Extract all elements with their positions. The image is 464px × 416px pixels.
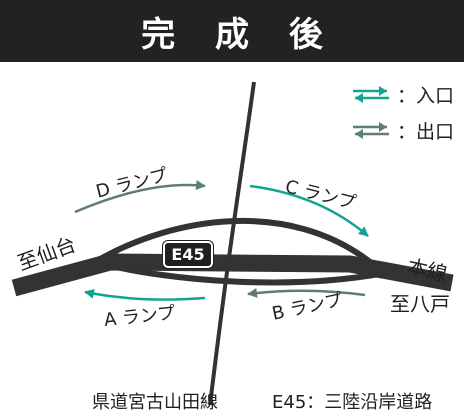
prefectural-road-line xyxy=(208,81,256,406)
legend: ：入口 ：出口 xyxy=(349,76,454,148)
c-ramp-arrow xyxy=(249,184,369,237)
hachinohe-direction-label: 至八戸 xyxy=(390,292,450,316)
b-ramp-arrow xyxy=(247,287,366,298)
prefectural-road-caption: 県道宮古山田線 xyxy=(92,392,218,413)
legend-exit-label: ：出口 xyxy=(396,120,454,143)
legend-entry-label: ：入口 xyxy=(396,84,454,107)
d-ramp-arrow xyxy=(74,180,206,214)
e45-route-badge: E45 xyxy=(163,241,213,268)
a-ramp-arrow xyxy=(84,288,206,301)
page-title: 完 成 後 xyxy=(141,14,337,55)
legend-exit: ：出口 xyxy=(349,112,454,148)
header-bar: 完 成 後 xyxy=(0,0,464,62)
exit-arrows-icon xyxy=(352,122,389,139)
expressway-caption: E45：三陸沿岸道路 xyxy=(272,392,433,413)
legend-entry: ：入口 xyxy=(349,76,454,112)
entry-arrows-icon xyxy=(352,86,389,103)
